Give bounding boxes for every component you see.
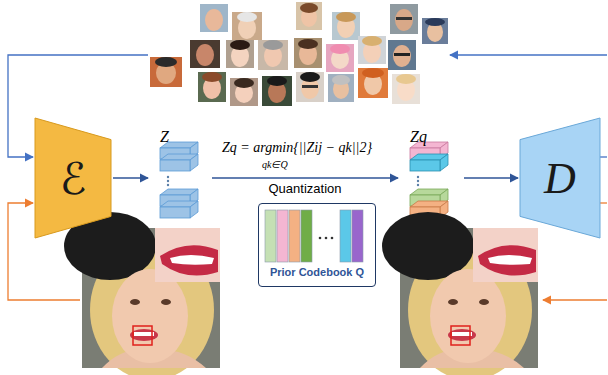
- face-collage: [150, 2, 448, 106]
- node-label: Z: [160, 128, 169, 146]
- quantized-stack: [410, 142, 448, 218]
- node-label: Zq: [410, 128, 427, 146]
- edge-label: Quantization: [267, 181, 344, 196]
- quantization-formula: Zq = argmin{||Zij − qk||2}: [222, 140, 372, 156]
- node-label: Prior Codebook Q: [270, 266, 364, 282]
- flow-arrow: [464, 177, 518, 178]
- quantized-stack-zq: Zq: [400, 118, 462, 220]
- codebook-box: Prior Codebook Q: [258, 203, 376, 287]
- feature-stack-z: Z: [150, 118, 210, 218]
- node-label: D: [544, 153, 576, 204]
- decoder-block: D: [520, 118, 600, 238]
- encoder-block: ℰ: [35, 118, 111, 238]
- encoder-block-outline: [35, 118, 111, 238]
- feature-stack: [160, 142, 198, 218]
- argmin-subscript: qk∈Q: [262, 159, 288, 170]
- node-label: ℰ: [60, 153, 87, 204]
- flow-arrow: [113, 177, 148, 178]
- codebook-bars: [265, 210, 363, 262]
- decoder-block-outline: [520, 118, 600, 238]
- flow-arrow: [212, 177, 398, 178]
